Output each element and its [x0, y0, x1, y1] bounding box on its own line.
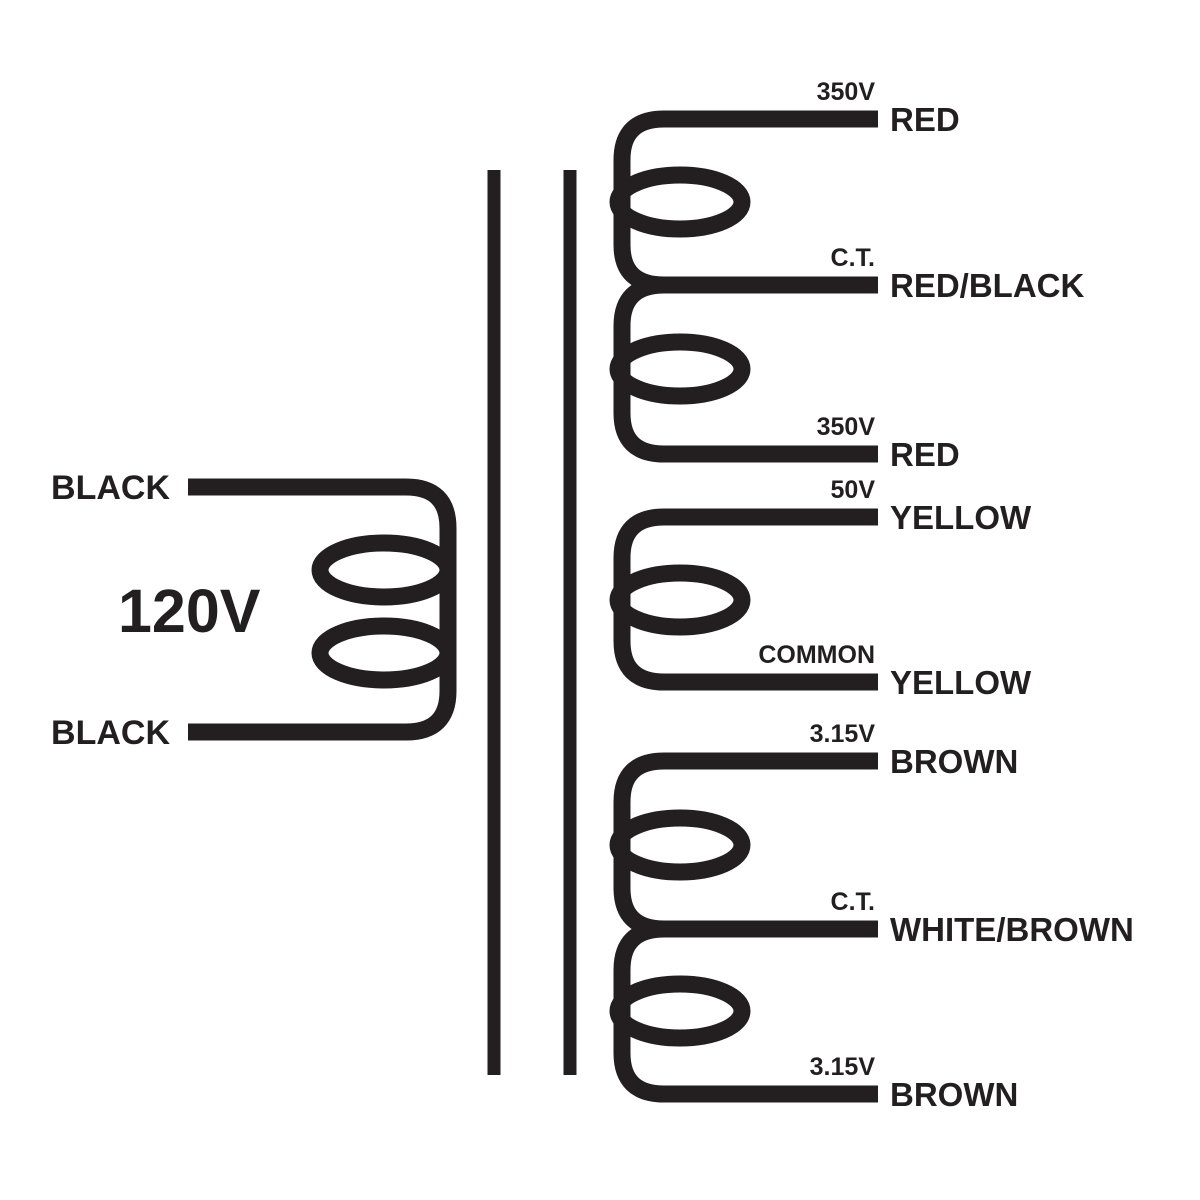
secondary-bias-wire-2-label: YELLOW — [890, 664, 1032, 701]
secondary-bias-tap-2-label: COMMON — [758, 641, 875, 669]
transformer-core — [487, 170, 577, 1075]
secondary-heater-tap-1-label: 3.15V — [810, 720, 876, 748]
secondary-hv-tap-2-label: C.T. — [831, 244, 875, 272]
secondary-hv-tap-3-label: 350V — [817, 413, 876, 441]
secondary-heater-wire-2-label: WHITE/BROWN — [890, 911, 1134, 948]
secondary-hv-loop-2 — [609, 333, 751, 405]
secondary-heater-loop-1 — [609, 809, 751, 881]
secondary-bias-loop — [609, 564, 751, 636]
secondary-winding-bias: 50V YELLOW COMMON YELLOW — [609, 476, 1032, 701]
primary-winding: BLACK 120V BLACK — [51, 469, 457, 752]
primary-bottom-lead-label: BLACK — [51, 714, 170, 752]
secondary-hv-loop-1 — [609, 166, 751, 238]
secondary-winding-heater: 3.15V BROWN C.T. WHITE/BROWN 3.15V BROWN — [609, 720, 1134, 1113]
primary-winding-wire — [188, 478, 457, 741]
secondary-hv-wire-1-label: RED — [890, 101, 960, 138]
secondary-heater-tap-3-label: 3.15V — [810, 1053, 876, 1081]
secondary-hv-wire-2-label: RED/BLACK — [890, 267, 1084, 304]
secondary-bias-wire-1-label: YELLOW — [890, 499, 1032, 536]
primary-top-lead-label: BLACK — [51, 469, 170, 507]
secondary-bias-tap-1-label: 50V — [831, 476, 876, 504]
primary-voltage-label: 120V — [118, 577, 261, 645]
primary-loop-1 — [311, 534, 457, 606]
secondary-heater-tap-2-label: C.T. — [831, 888, 875, 916]
secondary-heater-wire-3-label: BROWN — [890, 1076, 1018, 1113]
primary-loop-2 — [311, 617, 457, 689]
secondary-hv-tap-1-label: 350V — [817, 78, 876, 106]
secondary-hv-wire-3-label: RED — [890, 436, 960, 473]
secondary-heater-wire-1-label: BROWN — [890, 743, 1018, 780]
secondary-winding-hv: 350V RED C.T. RED/BLACK 350V RED — [609, 78, 1084, 473]
secondary-heater-loop-2 — [609, 975, 751, 1047]
